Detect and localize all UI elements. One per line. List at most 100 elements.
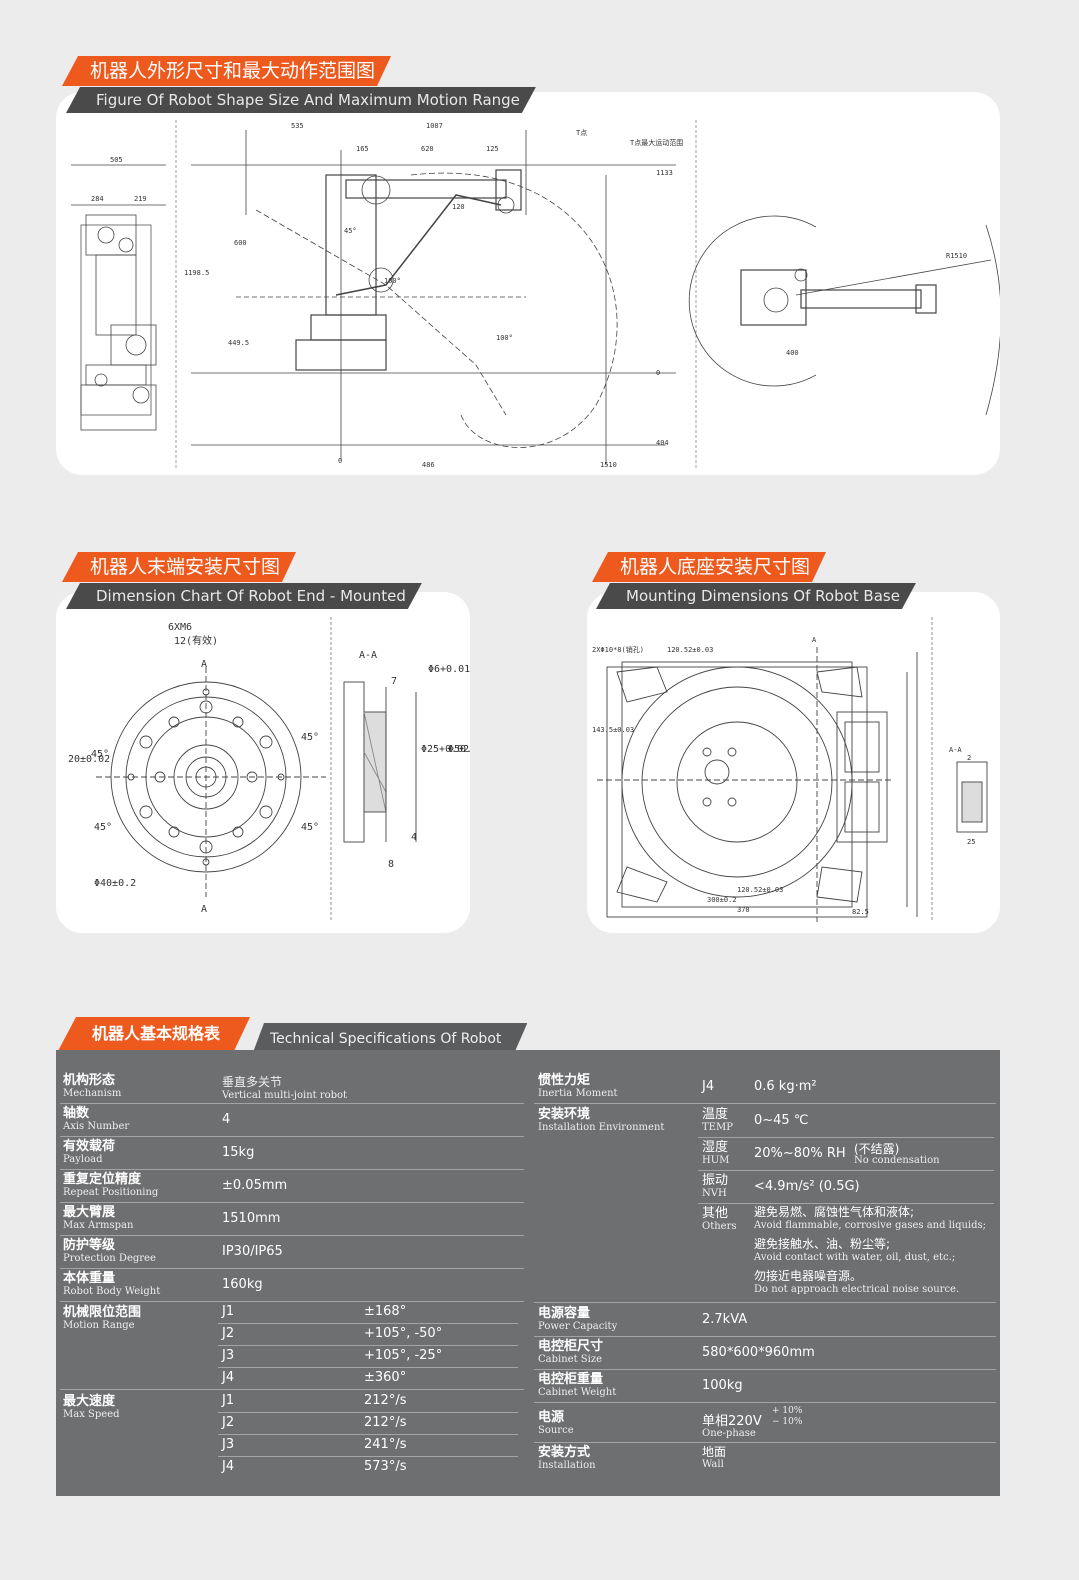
joint-row: J4 573°/s <box>218 1456 518 1478</box>
others-l2-cn: 避免接触水、油、粉尘等; <box>754 1237 891 1251</box>
value-cn: 地面 <box>702 1445 727 1459</box>
joint-value: 241°/s <box>364 1437 407 1452</box>
label-en: Mechanism <box>63 1088 122 1099</box>
label-en: Max Speed <box>63 1409 120 1420</box>
joint-value: ±168° <box>364 1304 407 1319</box>
label-en: Power Capacity <box>538 1321 618 1332</box>
dim-125: 125 <box>486 145 499 153</box>
value: 单相220V <box>702 1414 762 1429</box>
joint: J4 <box>222 1459 235 1474</box>
value: 1510mm <box>222 1211 281 1226</box>
joint-value: +105°, -25° <box>364 1348 443 1363</box>
label-cn: 最大速度 <box>63 1394 116 1409</box>
end-d25: Φ25+0.021 <box>421 744 470 755</box>
end-mounted-drawing: 6XM6 12(有效) A A A-A 20±0.02 Φ40±0.2 45° … <box>56 612 470 927</box>
spec-title-en: Technical Specifications Of Robot <box>252 1023 527 1055</box>
end-d7: 7 <box>391 676 397 687</box>
base-title-en: Mounting Dimensions Of Robot Base <box>596 583 916 609</box>
label-cn: 电控柜重量 <box>538 1372 604 1387</box>
label-cn: 惯性力矩 <box>538 1073 591 1088</box>
motion-range-title-cn: 机器人外形尺寸和最大动作范围图 <box>62 56 391 86</box>
label-cn: 电源 <box>538 1410 565 1425</box>
base-d370: 370 <box>737 906 750 914</box>
base-drawing: 2XΦ10*8(销孔) 120.52±0.03 120.52±0.03 300±… <box>587 612 1000 927</box>
joint-value: 212°/s <box>364 1415 407 1430</box>
dim-1133: 1133 <box>656 169 673 177</box>
base-d2: 2 <box>967 754 971 762</box>
sub-en: NVH <box>702 1188 727 1199</box>
end-mounted-title-en: Dimension Chart Of Robot End - Mounted <box>66 583 422 609</box>
label-en: Installation <box>538 1460 596 1471</box>
label-cn: 电控柜尺寸 <box>538 1339 604 1354</box>
label-cn: 本体重量 <box>63 1271 116 1286</box>
end-d40: Φ40±0.2 <box>94 878 136 889</box>
sub-cn: 温度 <box>702 1107 729 1122</box>
end-d8: 8 <box>388 859 394 870</box>
value: ±0.05mm <box>222 1178 288 1193</box>
dim-r1510: R1510 <box>946 252 967 260</box>
base-d120b: 120.52±0.03 <box>737 886 783 894</box>
label-en: Cabinet Size <box>538 1354 603 1365</box>
label-cn: 轴数 <box>63 1106 90 1121</box>
base-d143: 143.5±0.03 <box>592 726 634 734</box>
dim-620: 620 <box>421 145 434 153</box>
sub-cn: 湿度 <box>702 1140 729 1155</box>
joint: J3 <box>222 1348 235 1363</box>
joint-row: J2+105°, -50° <box>218 1323 518 1346</box>
value: <4.9m/s² (0.5G) <box>754 1179 860 1194</box>
dim-284: 284 <box>91 195 104 203</box>
end-ang1: 45° <box>91 749 109 760</box>
sub-cn: 振动 <box>702 1173 729 1188</box>
joint: J1 <box>222 1304 235 1319</box>
joint: J1 <box>222 1393 235 1408</box>
base-d82: 82.5 <box>852 908 869 916</box>
sub-en: HUM <box>702 1155 730 1166</box>
others-l1-cn: 避免易燃、腐蚀性气体和液体; <box>754 1205 915 1219</box>
value: 160kg <box>222 1277 263 1292</box>
sub-en: Others <box>702 1221 737 1232</box>
value: 0~45 ℃ <box>754 1113 809 1128</box>
label-en: Installation Environment <box>538 1122 665 1133</box>
end-mounted-panel <box>56 592 470 933</box>
angle-100b: 100° <box>496 334 513 342</box>
value: 20%~80% RH <box>754 1146 846 1161</box>
end-ang2: 45° <box>301 732 319 743</box>
end-ang4: 45° <box>301 822 319 833</box>
angle-45: 45° <box>344 227 357 235</box>
joint: J2 <box>222 1415 235 1430</box>
dim-486: 486 <box>422 461 435 469</box>
dim-0b: 0 <box>656 369 660 377</box>
value: 0.6 kg·m² <box>754 1079 817 1094</box>
base-a: A <box>812 636 817 644</box>
label-en: Cabinet Weight <box>538 1387 617 1398</box>
end-section: A-A <box>359 650 377 661</box>
value: 4 <box>222 1112 231 1127</box>
joint-row: J4±360° <box>218 1367 518 1389</box>
value-en: Wall <box>702 1459 724 1470</box>
dim-120: 120 <box>452 203 465 211</box>
label-t-center: T点 <box>576 129 587 137</box>
joint: J2 <box>222 1326 235 1341</box>
dim-400: 400 <box>786 349 799 357</box>
dim-600: 600 <box>234 239 247 247</box>
joint-value: 573°/s <box>364 1459 407 1474</box>
end-holes: 6XM6 <box>168 622 192 633</box>
end-d6: Φ6+0.012 <box>428 664 470 675</box>
spec-title-cn: 机器人基本规格表 <box>58 1017 250 1051</box>
joint-row: J2 212°/s <box>218 1412 518 1435</box>
